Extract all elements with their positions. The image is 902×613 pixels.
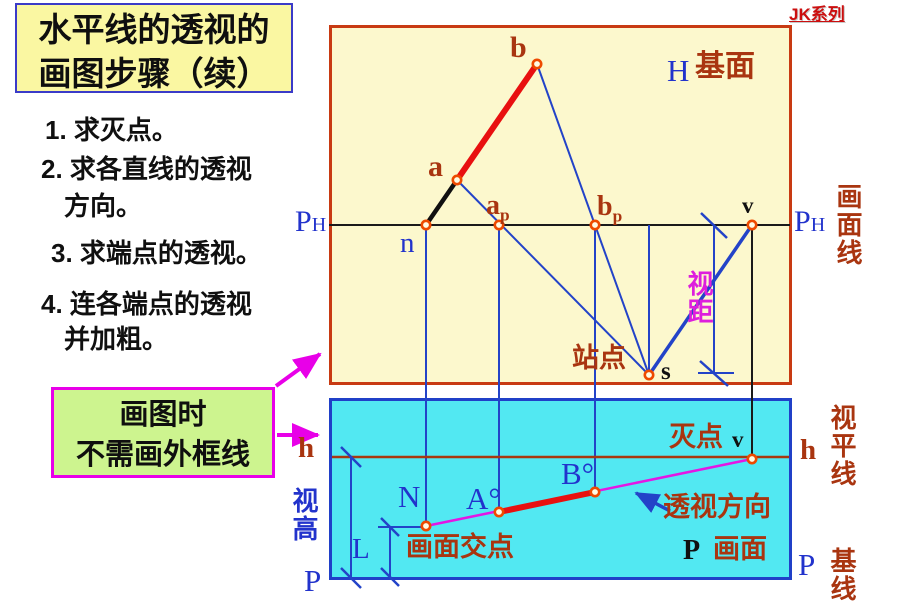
label-picture-plane-intersection: 画面交点 <box>406 532 514 562</box>
label-view-distance: 视距 <box>684 270 714 326</box>
title-box: 水平线的透视的 画图步骤（续） <box>15 3 293 93</box>
title-line-2: 画图步骤（续） <box>38 54 270 92</box>
label-horizon-line: 视平线 <box>827 404 857 488</box>
label-n: n <box>400 227 415 259</box>
label-L: L <box>352 533 370 565</box>
label-station-point: 站点 <box>572 343 626 373</box>
label-P-right: P <box>798 547 816 582</box>
series-badge: JK系列 <box>789 5 845 24</box>
label-A0: A° <box>466 481 501 516</box>
title-line-1: 水平线的透视的 <box>38 11 270 48</box>
label-b: b <box>510 31 527 64</box>
label-h-left: h <box>298 432 315 464</box>
label-view-height: 视高 <box>289 487 319 543</box>
step-2: 2. 求各直线的透视 <box>41 154 252 184</box>
label-ground-plane: 基面 <box>695 50 755 83</box>
note-line-1: 画图时 <box>119 399 207 431</box>
step-3: 3. 求端点的透视。 <box>51 238 262 268</box>
label-P-plane-letter: P <box>683 535 701 566</box>
label-ap: ap <box>486 190 510 225</box>
label-v-perspective: v <box>732 427 744 452</box>
label-perspective-direction: 透视方向 <box>663 492 771 522</box>
label-vanishing-point: 灭点 <box>669 422 723 452</box>
label-picture-plane-line: 画面线 <box>833 183 863 267</box>
label-a: a <box>428 150 443 183</box>
label-bp: bp <box>597 191 623 226</box>
label-picture-plane: 画面 <box>713 534 767 564</box>
label-ph-right: PH <box>794 205 826 238</box>
label-v-plan: v <box>742 193 754 218</box>
label-N: N <box>398 479 421 514</box>
note-line-2: 不需画外框线 <box>75 439 250 472</box>
callout-arrow-upper <box>274 352 322 388</box>
label-ph-left: PH <box>295 205 327 238</box>
step-1: 1. 求灭点。 <box>45 115 178 145</box>
step-2-cont: 方向。 <box>64 191 143 221</box>
label-s: s <box>661 358 671 385</box>
step-4-cont: 并加粗。 <box>64 324 169 354</box>
label-ground-line: 基线 <box>827 547 857 603</box>
label-B0: B° <box>561 456 595 491</box>
note-box: 画图时 不需画外框线 <box>51 387 275 478</box>
label-H: H <box>667 53 690 88</box>
label-P-left: P <box>304 563 322 598</box>
step-4: 4. 连各端点的透视 <box>41 289 252 319</box>
label-h-right: h <box>800 434 817 466</box>
